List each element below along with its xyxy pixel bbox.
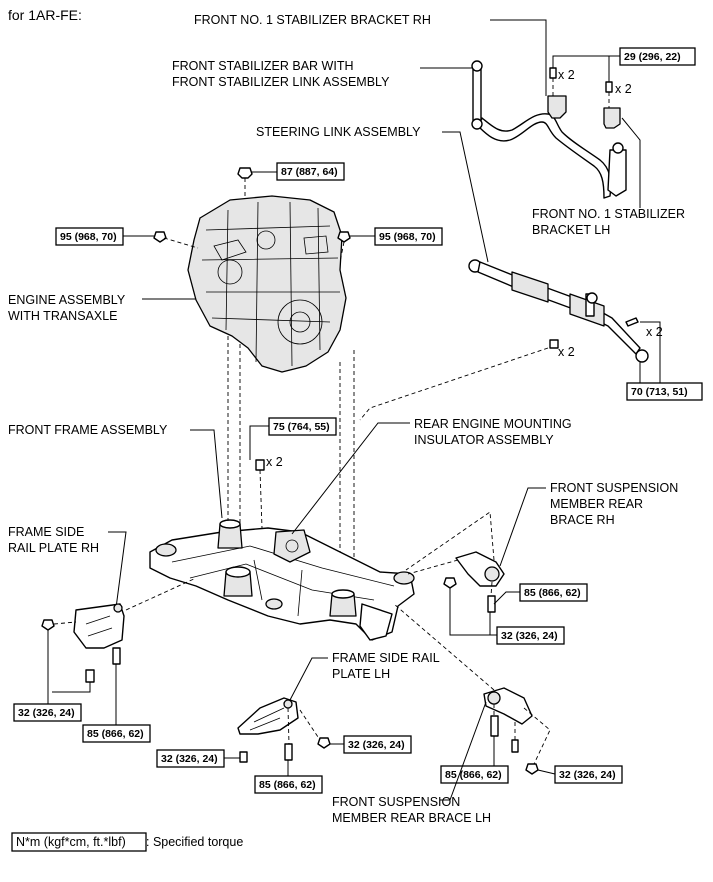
torque-engine-top: 87 (887, 64) xyxy=(276,162,345,181)
label-steering-link: STEERING LINK ASSEMBLY xyxy=(256,125,421,139)
torque-rail-lh-nut-right: 32 (326, 24) xyxy=(343,735,412,754)
label-brace-rh-line2: MEMBER REAR xyxy=(550,497,643,511)
legend-text: : Specified torque xyxy=(146,835,243,849)
torque-rail-rh-bolt: 85 (866, 62) xyxy=(82,724,151,743)
torque-brace-lh-bolt: 85 (866, 62) xyxy=(440,765,509,784)
label-front-frame: FRONT FRAME ASSEMBLY xyxy=(8,423,168,437)
stab-left-multiplier: x 2 xyxy=(558,68,575,82)
svg-text:85 (866, 62): 85 (866, 62) xyxy=(445,769,502,781)
label-brace-rh-line3: BRACE RH xyxy=(550,513,615,527)
stabilizer-bar-drawing xyxy=(471,60,627,199)
torque-legend: N*m (kgf*cm, ft.*lbf) : Specified torque xyxy=(11,832,243,852)
svg-text:32 (326, 24): 32 (326, 24) xyxy=(501,630,558,642)
diagram-header: for 1AR-FE: xyxy=(8,7,82,23)
stab-right-multiplier: x 2 xyxy=(615,82,632,96)
label-stabilizer-bracket-rh: FRONT NO. 1 STABILIZER BRACKET RH xyxy=(194,13,431,27)
torque-engine-left: 95 (968, 70) xyxy=(55,227,124,246)
label-rail-rh-line2: RAIL PLATE RH xyxy=(8,541,99,555)
torque-stab-bracket: 29 (296, 22) xyxy=(619,47,696,66)
frame-bolt-multiplier: x 2 xyxy=(266,455,283,469)
torque-rail-rh-nut: 32 (326, 24) xyxy=(13,703,82,722)
stabilizer-bracket-bolts xyxy=(549,67,613,108)
label-rail-lh-line2: PLATE LH xyxy=(332,667,390,681)
svg-text:32 (326, 24): 32 (326, 24) xyxy=(18,707,75,719)
svg-text:32 (326, 24): 32 (326, 24) xyxy=(559,769,616,781)
svg-text:75 (764, 55): 75 (764, 55) xyxy=(273,421,330,433)
label-rail-rh-line1: FRAME SIDE xyxy=(8,525,84,539)
label-rail-lh-line1: FRAME SIDE RAIL xyxy=(332,651,440,665)
torque-steering: 70 (713, 51) xyxy=(626,382,703,401)
label-brace-rh-line1: FRONT SUSPENSION xyxy=(550,481,678,495)
steering-link-drawing xyxy=(468,259,649,363)
label-stabilizer-bar-line1: FRONT STABILIZER BAR WITH xyxy=(172,59,354,73)
svg-text:95 (968, 70): 95 (968, 70) xyxy=(379,231,436,243)
label-rear-mount-line2: INSULATOR ASSEMBLY xyxy=(414,433,554,447)
svg-text:32 (326, 24): 32 (326, 24) xyxy=(348,739,405,751)
label-brace-lh-line1: FRONT SUSPENSION xyxy=(332,795,460,809)
label-engine-line1: ENGINE ASSEMBLY xyxy=(8,293,126,307)
front-frame-drawing xyxy=(149,519,415,641)
svg-text:85 (866, 62): 85 (866, 62) xyxy=(259,779,316,791)
svg-text:32 (326, 24): 32 (326, 24) xyxy=(161,753,218,765)
torque-brace-lh-nut: 32 (326, 24) xyxy=(554,765,623,784)
svg-text:95 (968, 70): 95 (968, 70) xyxy=(60,231,117,243)
label-stabilizer-bracket-lh-line1: FRONT NO. 1 STABILIZER xyxy=(532,207,685,221)
steering-bolt-multiplier: x 2 xyxy=(646,325,663,339)
rail-plate-rh-drawing xyxy=(41,603,125,683)
label-brace-lh-line2: MEMBER REAR BRACE LH xyxy=(332,811,491,825)
brace-lh-drawing xyxy=(483,687,539,775)
steering-nut-multiplier: x 2 xyxy=(558,345,575,359)
svg-text:85 (866, 62): 85 (866, 62) xyxy=(87,728,144,740)
legend-unit-box: N*m (kgf*cm, ft.*lbf) xyxy=(16,835,126,849)
label-engine-line2: WITH TRANSAXLE xyxy=(8,309,118,323)
label-rear-mount-line1: REAR ENGINE MOUNTING xyxy=(414,417,572,431)
svg-text:87 (887, 64): 87 (887, 64) xyxy=(281,166,338,178)
torque-rail-lh-bolt: 85 (866, 62) xyxy=(254,775,323,794)
torque-engine-right: 95 (968, 70) xyxy=(374,227,443,246)
label-stabilizer-bracket-lh-line2: BRACKET LH xyxy=(532,223,610,237)
label-stabilizer-bar-line2: FRONT STABILIZER LINK ASSEMBLY xyxy=(172,75,390,89)
torque-brace-rh-bolt: 85 (866, 62) xyxy=(519,583,588,602)
svg-text:70 (713, 51): 70 (713, 51) xyxy=(631,386,688,398)
svg-text:29 (296, 22): 29 (296, 22) xyxy=(624,51,681,63)
svg-text:85 (866, 62): 85 (866, 62) xyxy=(524,587,581,599)
rail-plate-lh-drawing xyxy=(237,697,331,763)
brace-rh-drawing xyxy=(443,551,505,613)
torque-brace-rh-nut: 32 (326, 24) xyxy=(496,626,565,645)
torque-frame-bolt: 75 (764, 55) xyxy=(268,417,337,436)
torque-rail-lh-nut-left: 32 (326, 24) xyxy=(156,749,225,768)
engine-drawing xyxy=(187,195,347,373)
